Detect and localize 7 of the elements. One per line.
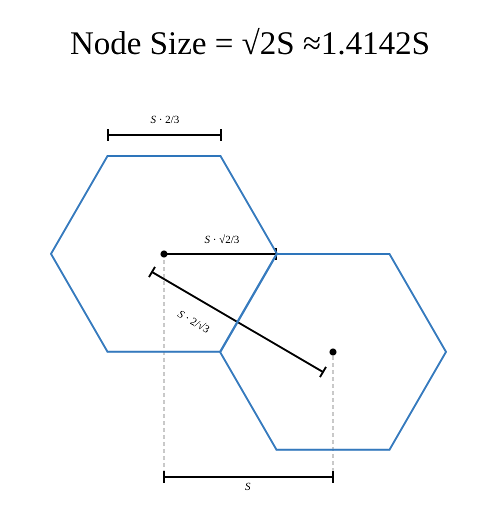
title: Node Size = √2S ≈1.4142S — [68, 26, 432, 63]
hexagon-shape — [51, 156, 277, 352]
dimension-label: S · √2/3 — [204, 234, 240, 246]
dimension-label: S · 2/√3 — [174, 308, 211, 336]
dimension-label: S — [245, 481, 250, 493]
hexagon-shape — [220, 254, 446, 450]
dimension-label: S · 2/3 — [150, 114, 180, 126]
